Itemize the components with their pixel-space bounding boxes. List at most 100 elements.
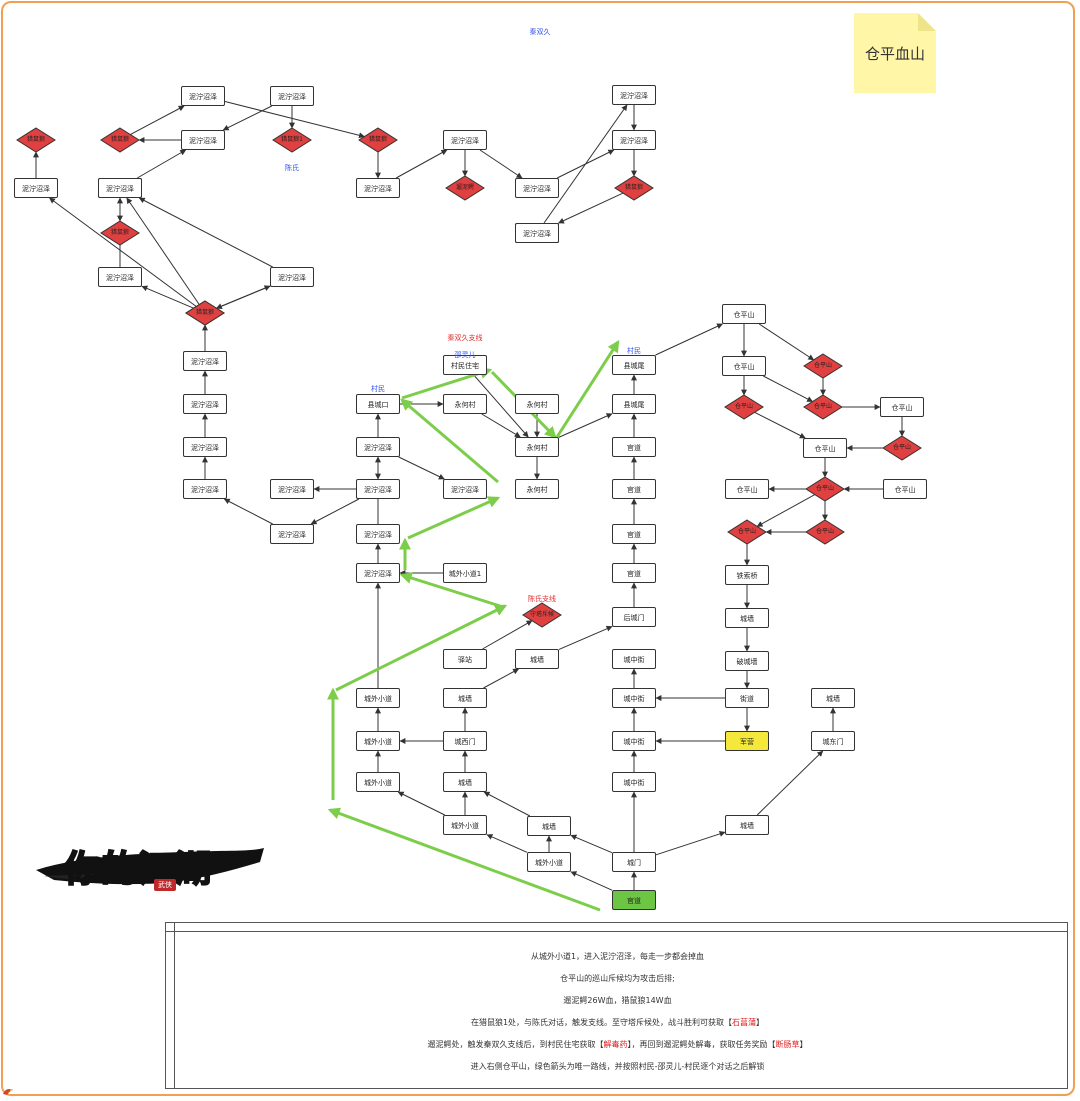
edge-n65-n64 <box>756 750 824 816</box>
enemy-node-d7: 猎鼠狼 <box>614 175 654 201</box>
map-node-n4: 泥泞沼泽 <box>14 178 58 198</box>
enemy-label: 仓平山 <box>815 485 834 492</box>
annotation-a1: 秦双久 <box>529 28 551 36</box>
edge-d8-n8 <box>141 285 194 309</box>
sticky-note: 仓平血山 <box>854 13 936 93</box>
enemy-node-d15: 仓平山 <box>805 476 845 502</box>
enemy-node-d14: 仓平山 <box>727 519 767 545</box>
map-node-n57: 城中街 <box>612 772 656 792</box>
map-node-n65: 城墙 <box>725 815 769 835</box>
enemy-node-d3: 猎鼠狼 <box>100 127 140 153</box>
edge-n52-n50 <box>570 834 613 854</box>
game-logo: 你的江湖 武侠 <box>34 840 266 895</box>
map-node-n16: 泥泞沼泽 <box>356 524 400 544</box>
notes-header-bar <box>166 923 1067 932</box>
map-node-n7: 泥泞沼泽 <box>270 267 314 287</box>
map-node-n69: 仓平山 <box>803 438 847 458</box>
map-node-n44: 城外小道 <box>356 688 400 708</box>
map-node-n53: 官道 <box>612 890 656 910</box>
note-line-2: 仓平山的巡山斥候均为攻击后排; <box>166 973 1069 984</box>
map-node-n24: 泥泞沼泽 <box>612 85 656 105</box>
enemy-label: 仓平山 <box>734 403 753 410</box>
diamond-icon <box>100 127 140 153</box>
map-node-n23: 泥泞沼泽 <box>612 130 656 150</box>
map-node-n45: 城外小道 <box>356 731 400 751</box>
note-text: 遛泥鳄处，触发秦双久支线后，到村民住宅获取【 <box>427 1040 604 1049</box>
map-node-n70: 仓平山 <box>725 479 769 499</box>
annotation-a5: 村民 <box>371 385 385 393</box>
enemy-label: 猎鼠狼 <box>368 136 387 143</box>
map-node-n42: 城墙 <box>515 649 559 669</box>
edge-n67-d13 <box>763 375 814 403</box>
map-node-n54: 城中街 <box>612 649 656 669</box>
diamond-icon <box>805 519 845 545</box>
map-node-n46: 城外小道 <box>356 772 400 792</box>
sticky-note-title: 仓平血山 <box>864 45 925 63</box>
note-text: 在猎鼠狼1处，与陈氏对话，触发支线。至守塔斥候处，战斗胜利可获取【 <box>470 1018 733 1027</box>
edge-n15-n14 <box>310 498 360 525</box>
map-node-n50: 城墙 <box>527 816 571 836</box>
map-node-n56: 城中街 <box>612 731 656 751</box>
enemy-label: 仓平山 <box>737 528 756 535</box>
edge-n17-n18 <box>398 456 445 480</box>
enemy-node-d4: 猎鼠狼 <box>358 127 398 153</box>
map-node-n71: 仓平山 <box>883 479 927 499</box>
map-node-n64: 城东门 <box>811 731 855 751</box>
edge-d6-n4 <box>49 197 197 307</box>
map-node-n61: 城墙 <box>725 608 769 628</box>
logo-subtitle: 武侠 <box>154 879 176 891</box>
enemy-node-d13: 仓平山 <box>803 394 843 420</box>
map-node-n48: 城墙 <box>443 772 487 792</box>
note-line-1: 从城外小道1，进入泥泞沼泽，每走一步都会掉血 <box>166 951 1069 962</box>
enemy-label: 仓平山 <box>815 528 834 535</box>
route-segment-2 <box>335 604 508 692</box>
notes-divider <box>174 923 175 1088</box>
enemy-node-d2: 猎鼠狼 <box>16 127 56 153</box>
green-route-layer <box>327 339 620 912</box>
enemy-label: 猎鼠狼 <box>195 309 214 316</box>
note-line-4: 在猎鼠狼1处，与陈氏对话，触发支线。至守塔斥候处，战斗胜利可获取【石菖蒲】 <box>166 1017 1069 1028</box>
diamond-icon <box>16 127 56 153</box>
map-node-n13: 泥泞沼泽 <box>270 479 314 499</box>
map-node-n40: 后城门 <box>612 607 656 627</box>
map-node-n2: 泥泞沼泽 <box>181 130 225 150</box>
annotation-a2: 陈氏 <box>285 164 299 172</box>
diamond-icon <box>614 175 654 201</box>
map-node-n68: 仓平山 <box>880 397 924 417</box>
map-node-n11: 泥泞沼泽 <box>183 437 227 457</box>
diamond-icon <box>445 175 485 201</box>
note-text: 仓平山的巡山斥候均为攻击后排; <box>560 974 675 983</box>
map-node-n36: 官道 <box>612 437 656 457</box>
note-highlight: 解毒药 <box>603 1040 628 1049</box>
enemy-label: 猎鼠狼 <box>110 136 129 143</box>
note-text: 从城外小道1，进入泥泞沼泽，每走一步都会掉血 <box>530 952 705 961</box>
map-node-n52: 城门 <box>612 852 656 872</box>
edge-n50-n48 <box>483 791 531 817</box>
map-node-n31: 永何村 <box>515 479 559 499</box>
annotation-a7: 陈氏支线 <box>528 595 556 603</box>
map-node-n33: 城外小道1 <box>443 563 487 583</box>
edge-d12-n69 <box>754 411 806 439</box>
map-node-n39: 官道 <box>612 563 656 583</box>
map-node-n55: 城中街 <box>612 688 656 708</box>
note-text: 遛泥鳄26W血，猎鼠狼14W血 <box>563 996 672 1005</box>
map-node-n14: 泥泞沼泽 <box>270 524 314 544</box>
diamond-icon <box>272 127 312 153</box>
map-node-n28: 永何村 <box>443 394 487 414</box>
notes-panel: 从城外小道1，进入泥泞沼泽，每走一步都会掉血仓平山的巡山斥候均为攻击后排; 遛泥鳄… <box>165 922 1068 1089</box>
edge-n42-n40 <box>558 625 613 650</box>
enemy-node-d8: 猎鼠狼 <box>185 300 225 326</box>
route-segment-0 <box>327 807 601 912</box>
map-node-n37: 官道 <box>612 479 656 499</box>
route-segment-3 <box>399 572 501 608</box>
enemy-label: 猎鼠狼 <box>110 229 129 236</box>
edge-n34-n66 <box>655 323 723 356</box>
edge-n49-n46 <box>397 791 445 816</box>
map-node-n1: 泥泞沼泽 <box>181 86 225 106</box>
map-node-n38: 官道 <box>612 524 656 544</box>
edge-n29-n32 <box>473 374 529 438</box>
map-node-n8: 泥泞沼泽 <box>98 267 142 287</box>
map-node-n3: 泥泞沼泽 <box>270 86 314 106</box>
edges-layer <box>33 101 905 891</box>
edge-n5-n2 <box>137 149 187 179</box>
